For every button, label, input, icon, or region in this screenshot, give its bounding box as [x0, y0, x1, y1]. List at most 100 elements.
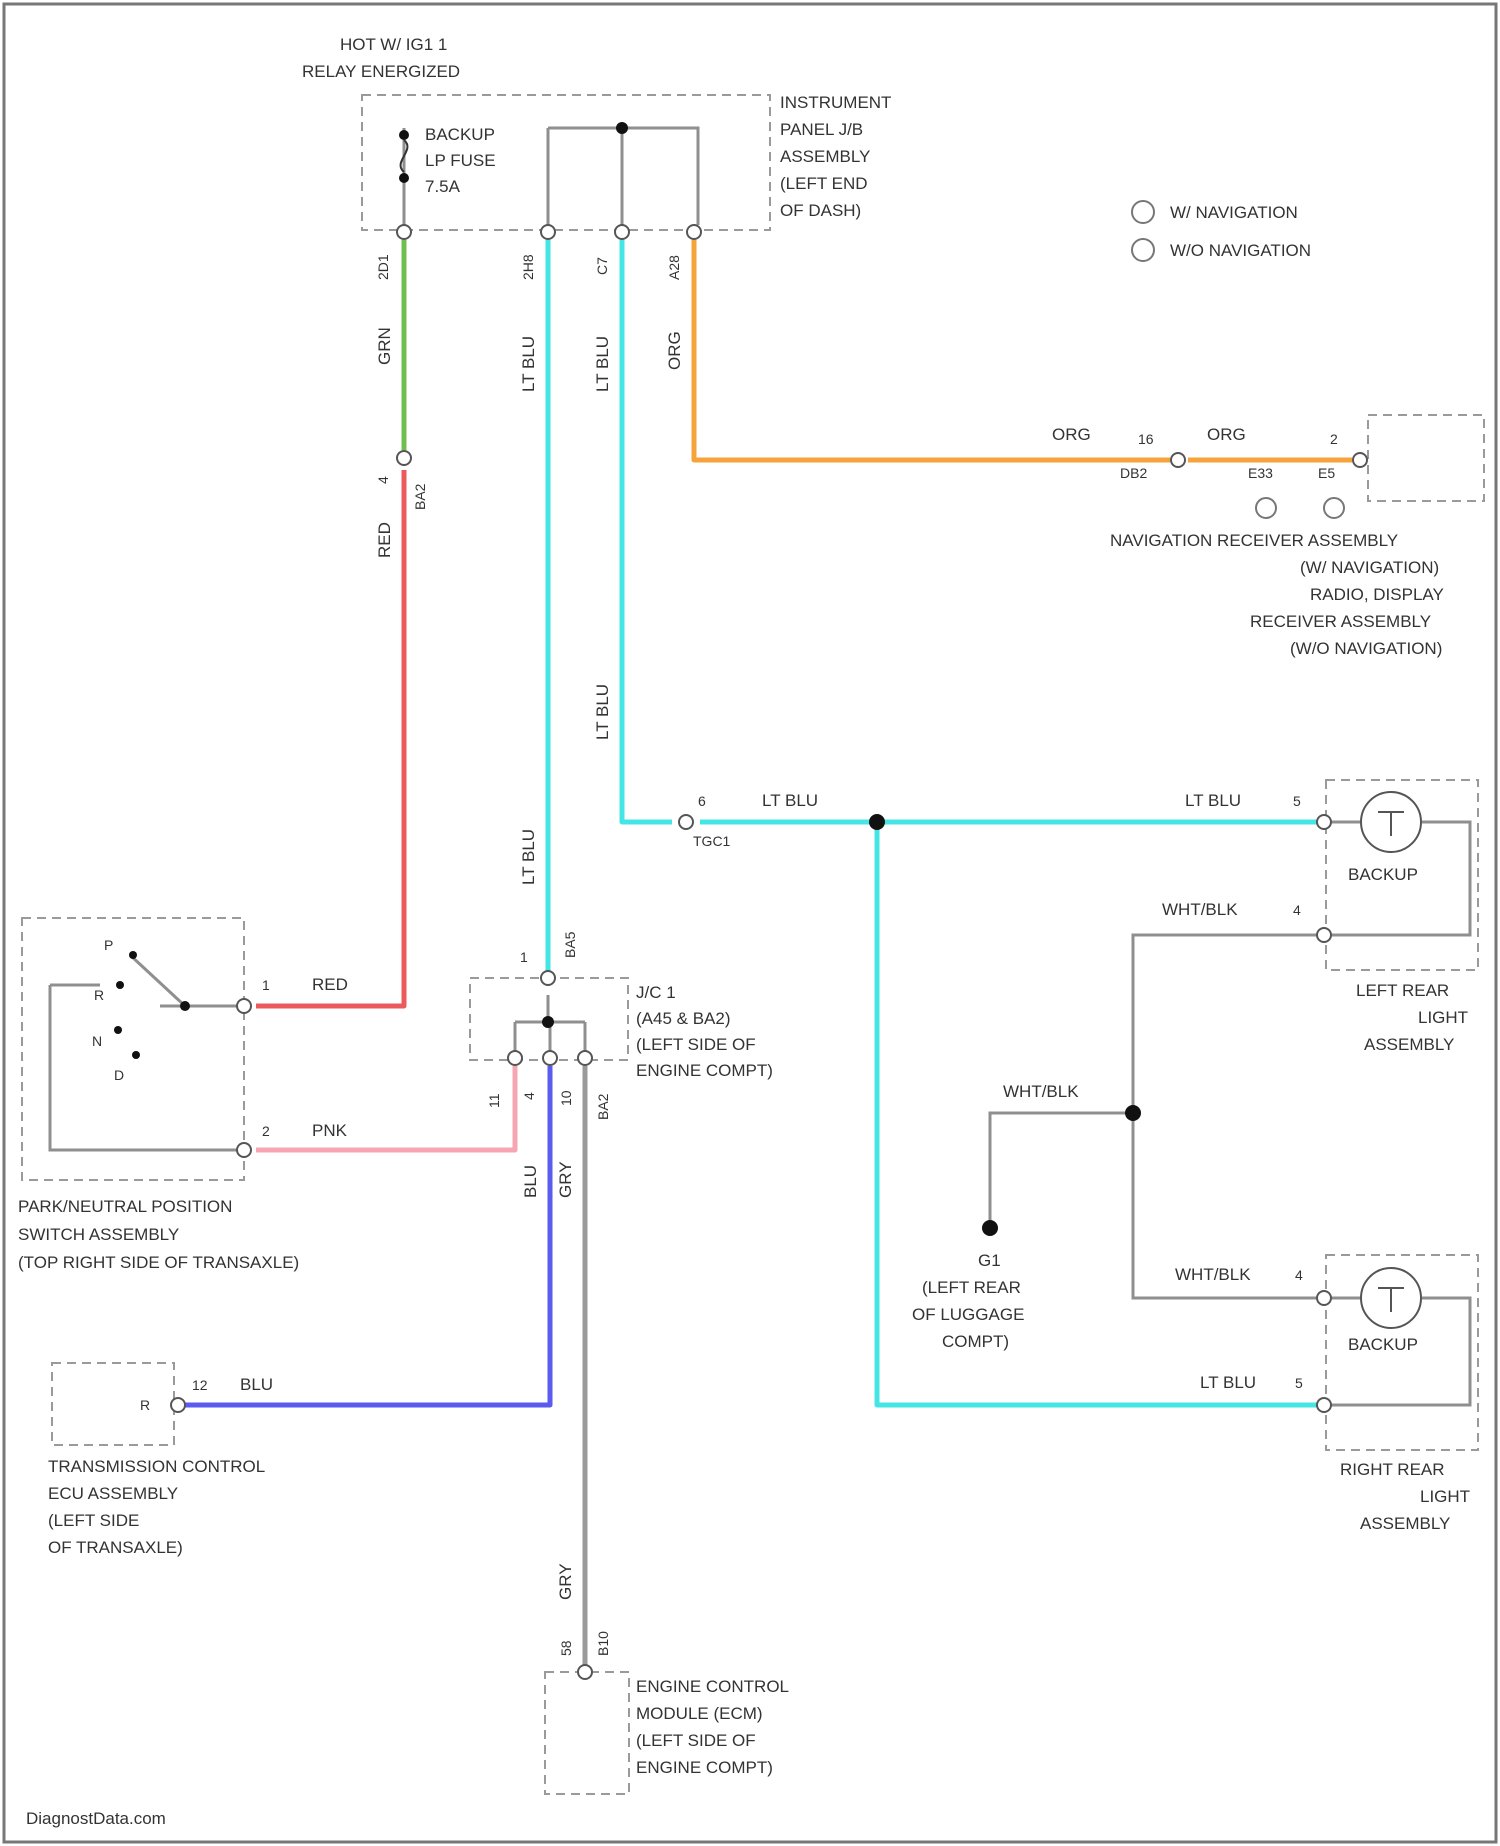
- pin-pnp-2: 2: [262, 1123, 270, 1139]
- wire-label-blu-vert: BLU: [521, 1165, 540, 1198]
- pnp-switch-blade: [130, 955, 185, 1006]
- pin-j1-top: 1: [520, 949, 528, 965]
- wire-label-ltblu-h1: LT BLU: [762, 791, 818, 810]
- pin-tcu-12: 12: [192, 1377, 208, 1393]
- backup-left-label: BACKUP: [1348, 865, 1418, 884]
- wire-org: [694, 240, 1170, 460]
- pin-j1-b: 4: [521, 1092, 537, 1100]
- pin-nav-e33: E33: [1248, 465, 1273, 481]
- pin-2h8: 2H8: [520, 254, 536, 280]
- left-rear-name-2: LIGHT: [1418, 1008, 1468, 1027]
- conn-c7: [615, 225, 629, 239]
- fuse-label-3: 7.5A: [425, 177, 461, 196]
- conn-llb-4: [1317, 928, 1331, 942]
- fuse-terminal-top: [399, 130, 409, 140]
- pin-a28: A28: [666, 255, 682, 280]
- ground-name-1: G1: [978, 1251, 1001, 1270]
- wire-blu: [184, 1066, 550, 1405]
- nav-name-5: (W/O NAVIGATION): [1290, 639, 1442, 658]
- conn-j1-b: [543, 1051, 557, 1065]
- nav-receiver-box: [1368, 415, 1484, 501]
- ecm-name-3: (LEFT SIDE OF: [636, 1731, 756, 1750]
- wire-label-grn: GRN: [375, 327, 394, 365]
- pin-ba2-4: 4: [375, 476, 391, 484]
- splice-ltblu: [869, 814, 885, 830]
- pin-pnp-1: 1: [262, 977, 270, 993]
- wire-label-ltblu-2: LT BLU: [593, 336, 612, 392]
- wire-label-whtblk-3: WHT/BLK: [1175, 1265, 1251, 1284]
- nav-name-3: RADIO, DISPLAY: [1310, 585, 1444, 604]
- ground-name-3: OF LUGGAGE: [912, 1305, 1024, 1324]
- conn-llb-5: [1317, 815, 1331, 829]
- page-frame: [4, 4, 1496, 1842]
- pnp-contact-r: [116, 981, 124, 989]
- pin-nav-e5: E5: [1318, 465, 1335, 481]
- wire-label-gry-2: GRY: [556, 1563, 575, 1600]
- tcu-name-2: ECU ASSEMBLY: [48, 1484, 178, 1503]
- conn-j1-top: [541, 971, 555, 985]
- junction-name-1: J/C 1: [636, 983, 676, 1002]
- ground-name-4: COMPT): [942, 1332, 1009, 1351]
- pin-j1-c: 10: [558, 1090, 574, 1106]
- conn-j1-a: [508, 1051, 522, 1065]
- legend-marker-2-icon: [1132, 239, 1154, 261]
- pin-j1-d: BA2: [595, 1093, 611, 1120]
- header-line-2: RELAY ENERGIZED: [302, 62, 460, 81]
- connectors: [171, 225, 1367, 1679]
- wire-pnk: [256, 1066, 515, 1150]
- fuse-label-1: BACKUP: [425, 125, 495, 144]
- ipjb-name-1: INSTRUMENT: [780, 93, 891, 112]
- conn-tgc1: [679, 815, 693, 829]
- pin-j1-a: 11: [486, 1093, 502, 1108]
- wire-label-org-h1: ORG: [1052, 425, 1091, 444]
- conn-tcu-12: [171, 1398, 185, 1412]
- conn-rlb-4: [1317, 1291, 1331, 1305]
- conn-pnp-2: [237, 1143, 251, 1157]
- pnp-name-3: (TOP RIGHT SIDE OF TRANSAXLE): [18, 1253, 299, 1272]
- pnp-pivot: [180, 1001, 190, 1011]
- wire-label-org-h2: ORG: [1207, 425, 1246, 444]
- ground-name-2: (LEFT REAR: [922, 1278, 1021, 1297]
- pnp-pos-d: D: [114, 1067, 124, 1083]
- pin-rlb-5: 5: [1295, 1375, 1303, 1391]
- backup-right-label: BACKUP: [1348, 1335, 1418, 1354]
- wire-ltblu-c7: [622, 240, 672, 822]
- left-rear-name-1: LEFT REAR: [1356, 981, 1449, 1000]
- pnp-contact-n: [114, 1026, 122, 1034]
- pin-nav-16: 16: [1138, 431, 1154, 447]
- wire-label-whtblk-2: WHT/BLK: [1003, 1082, 1079, 1101]
- ipjb-busbar: [548, 128, 698, 225]
- wire-label-ltblu-1: LT BLU: [519, 336, 538, 392]
- conn-nav-2: [1353, 453, 1367, 467]
- wire-label-pnk: PNK: [312, 1121, 348, 1140]
- pin-j1-top-id: BA5: [562, 931, 578, 958]
- ecm-name-1: ENGINE CONTROL: [636, 1677, 789, 1696]
- ipjb-name-3: ASSEMBLY: [780, 147, 870, 166]
- ipjb-name-4: (LEFT END: [780, 174, 868, 193]
- ecm-name-2: MODULE (ECM): [636, 1704, 763, 1723]
- legend-item-1: W/ NAVIGATION: [1170, 203, 1298, 222]
- right-rear-name-1: RIGHT REAR: [1340, 1460, 1445, 1479]
- pnp-name-1: PARK/NEUTRAL POSITION: [18, 1197, 232, 1216]
- pin-c1-6: 6: [698, 793, 706, 809]
- legend-marker-1-icon: [1132, 201, 1154, 223]
- pin-nav-2: 2: [1330, 431, 1338, 447]
- junction-name-2: (A45 & BA2): [636, 1009, 731, 1028]
- wire-label-ltblu-3: LT BLU: [593, 684, 612, 740]
- pin-nav-db2: DB2: [1120, 465, 1147, 481]
- conn-2d1: [397, 225, 411, 239]
- tcu-name-3: (LEFT SIDE: [48, 1511, 139, 1530]
- ipjb-name-5: OF DASH): [780, 201, 861, 220]
- pin-llb-4: 4: [1293, 902, 1301, 918]
- wire-label-org-vert: ORG: [665, 331, 684, 370]
- pin-c7: C7: [594, 257, 610, 275]
- pnp-frame-lines: [50, 985, 240, 1150]
- tcu-name-4: OF TRANSAXLE): [48, 1538, 183, 1557]
- ipjb-box: [362, 95, 770, 230]
- pnp-pos-r: R: [94, 987, 104, 1003]
- backup-lamp-left-icon: [1361, 792, 1421, 852]
- pnp-pos-p: P: [104, 937, 113, 953]
- backup-lamp-right-icon: [1361, 1268, 1421, 1328]
- wire-wht-blk-ground: [990, 1113, 1133, 1228]
- conn-ba2-4: [397, 451, 411, 465]
